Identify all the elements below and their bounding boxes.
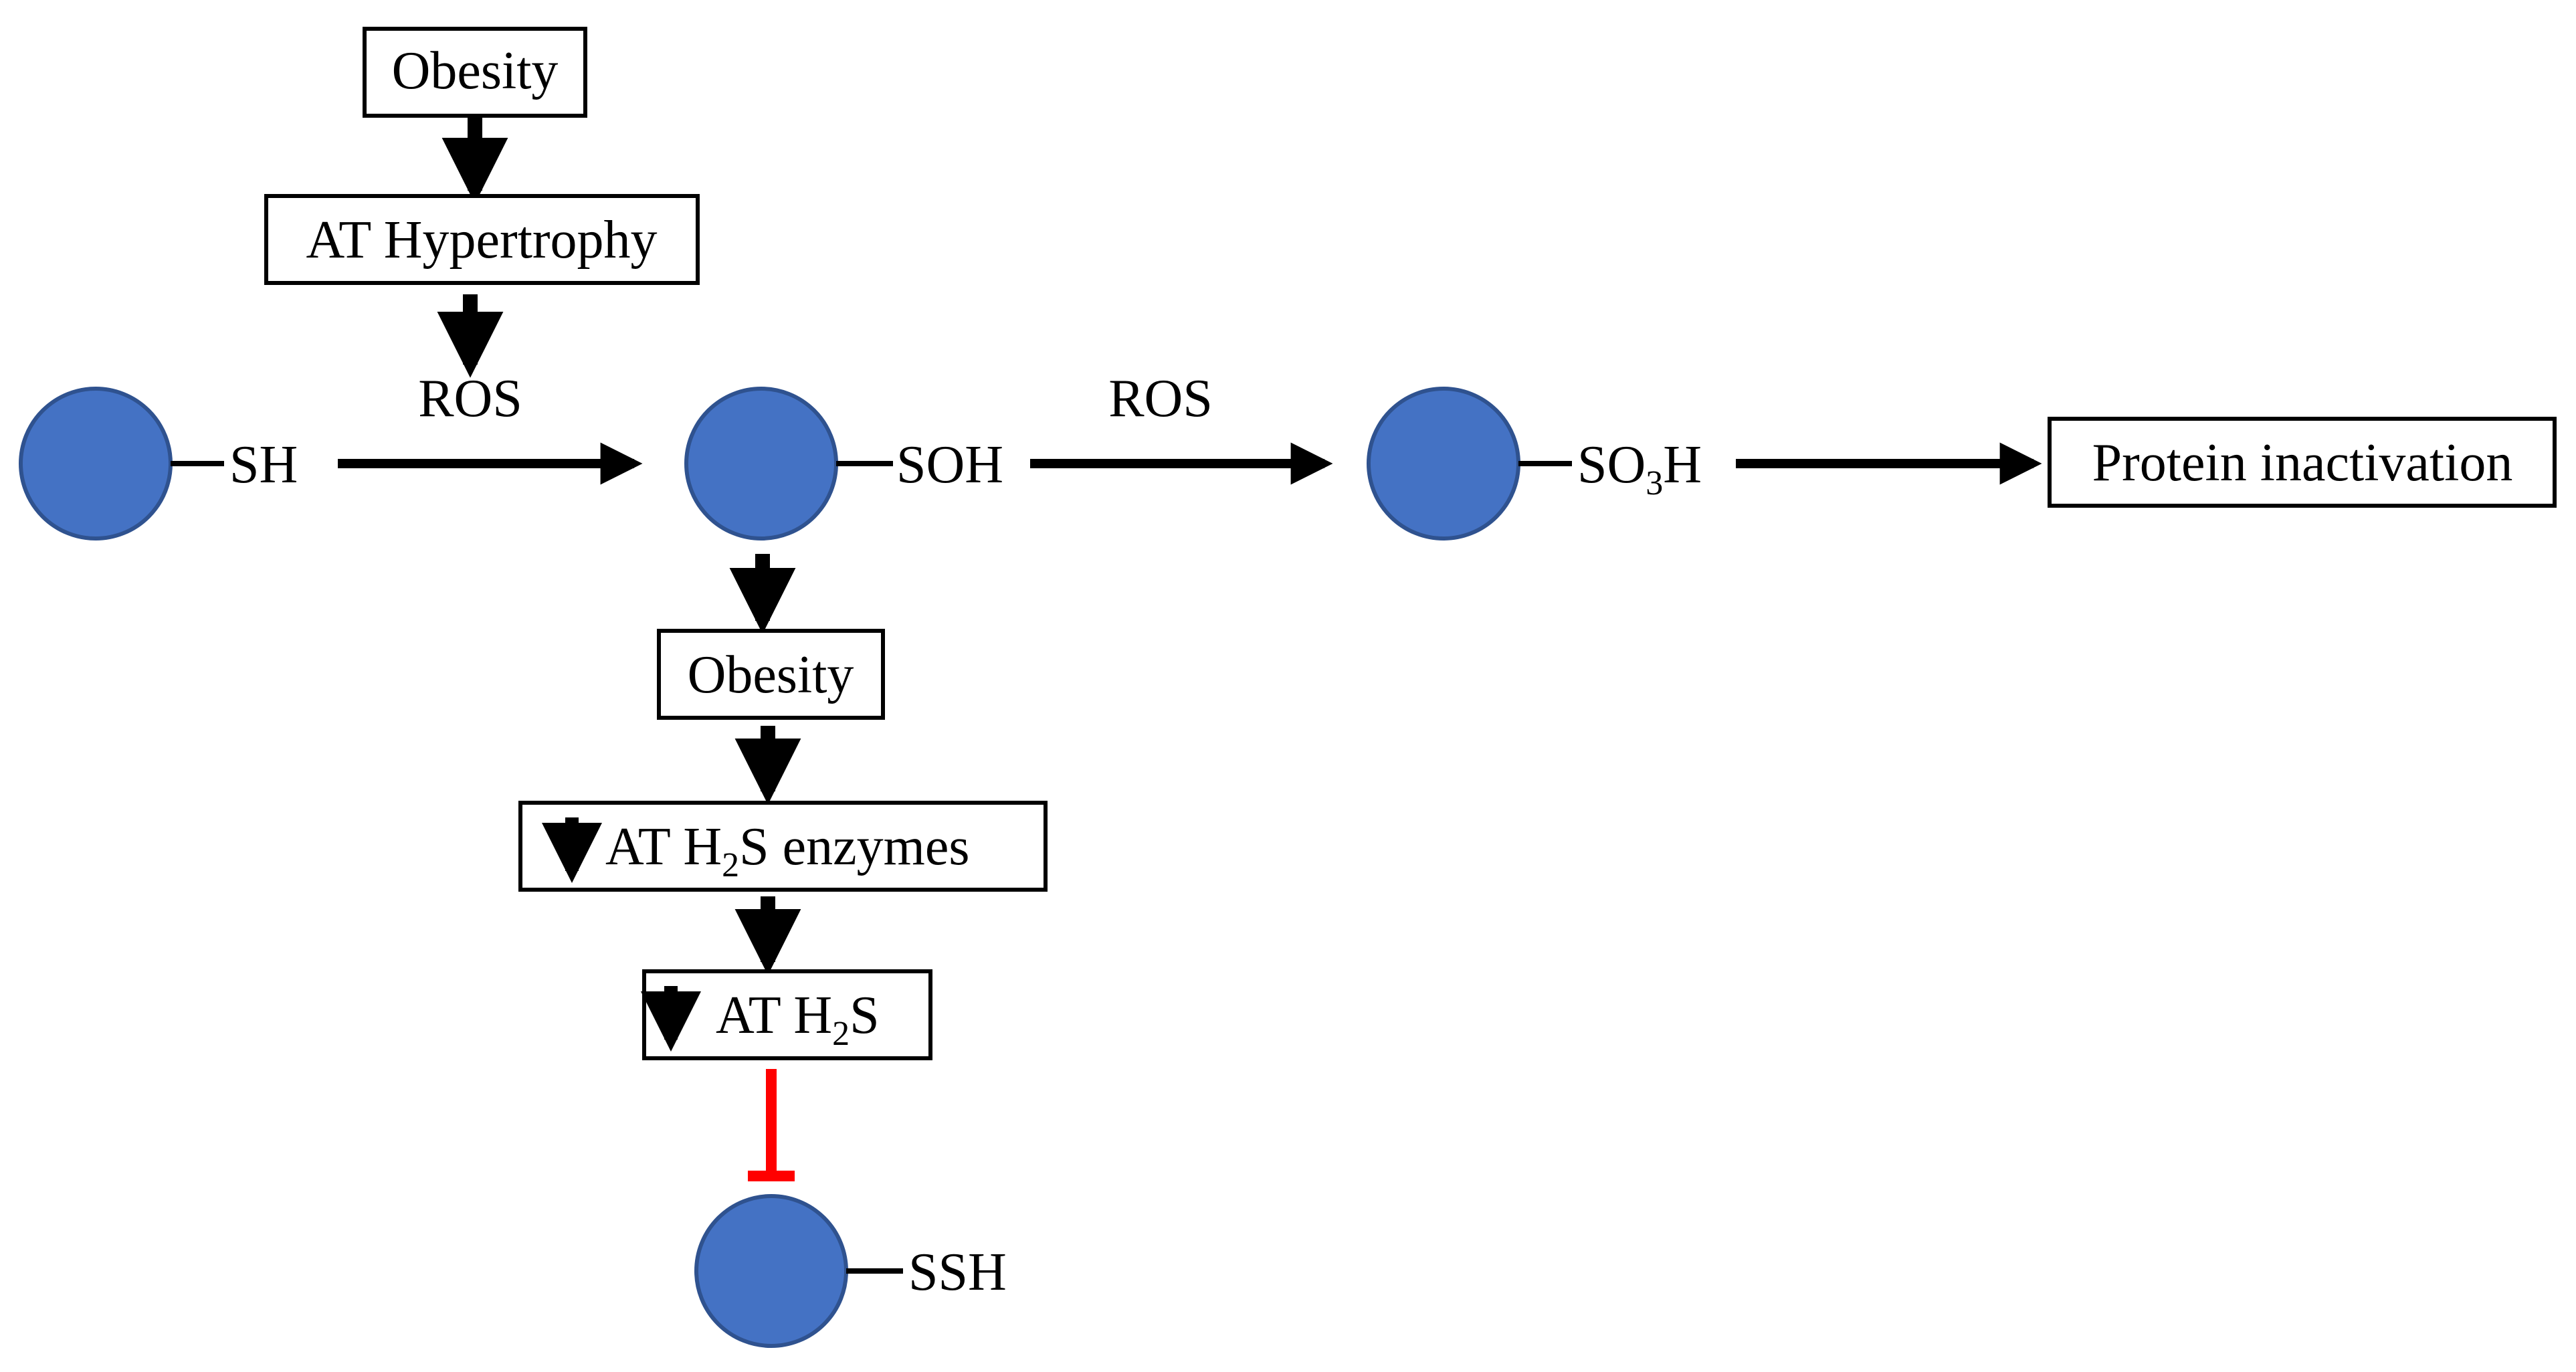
ros-label-2: ROS (1108, 369, 1213, 428)
enzymes-subscript: 2 (722, 846, 739, 884)
at-h2s-enzymes-label: AT H2S enzymes (605, 817, 969, 884)
protein-so3h: SO3H (1367, 387, 1702, 541)
species-sh-label: SH (229, 435, 298, 494)
h2s-suffix: S (850, 986, 880, 1045)
h2s-prefix: AT H (716, 986, 832, 1045)
at-h2s-label: AT H2S (716, 986, 880, 1053)
species-so3h-label: SO3H (1577, 435, 1702, 502)
top-obesity-box: Obesity (363, 27, 587, 118)
h2s-subscript: 2 (832, 1015, 850, 1053)
species-so3h-subscript: 3 (1646, 464, 1663, 502)
inhibition-bar (748, 1069, 795, 1181)
protein-circle-so3h (1367, 387, 1520, 541)
species-so3h-suffix: H (1663, 435, 1702, 494)
at-hypertrophy-label: AT Hypertrophy (306, 211, 657, 270)
lower-obesity-box: Obesity (657, 629, 885, 720)
species-so3h-prefix: SO (1577, 435, 1646, 494)
enzymes-prefix: AT H (605, 817, 722, 876)
lower-obesity-label: Obesity (688, 646, 854, 704)
protein-soh: SOH (684, 387, 1003, 541)
ros-label-1: ROS (418, 369, 522, 428)
top-obesity-label: Obesity (392, 41, 559, 100)
protein-ssh: SSH (694, 1194, 1007, 1348)
protein-circle-ssh (694, 1194, 848, 1348)
protein-circle-soh (684, 387, 838, 541)
at-h2s-box: AT H2S (641, 969, 932, 1060)
species-soh-label: SOH (896, 435, 1003, 494)
at-hypertrophy-box: AT Hypertrophy (264, 194, 700, 285)
species-ssh-label: SSH (908, 1243, 1007, 1302)
protein-inactivation-box: Protein inactivation (2048, 417, 2557, 508)
at-h2s-enzymes-box: AT H2S enzymes (518, 801, 1048, 892)
protein-sh: SH (19, 387, 298, 541)
enzymes-suffix: S enzymes (739, 817, 969, 876)
protein-inactivation-label: Protein inactivation (2092, 433, 2513, 492)
protein-circle-sh (19, 387, 173, 541)
